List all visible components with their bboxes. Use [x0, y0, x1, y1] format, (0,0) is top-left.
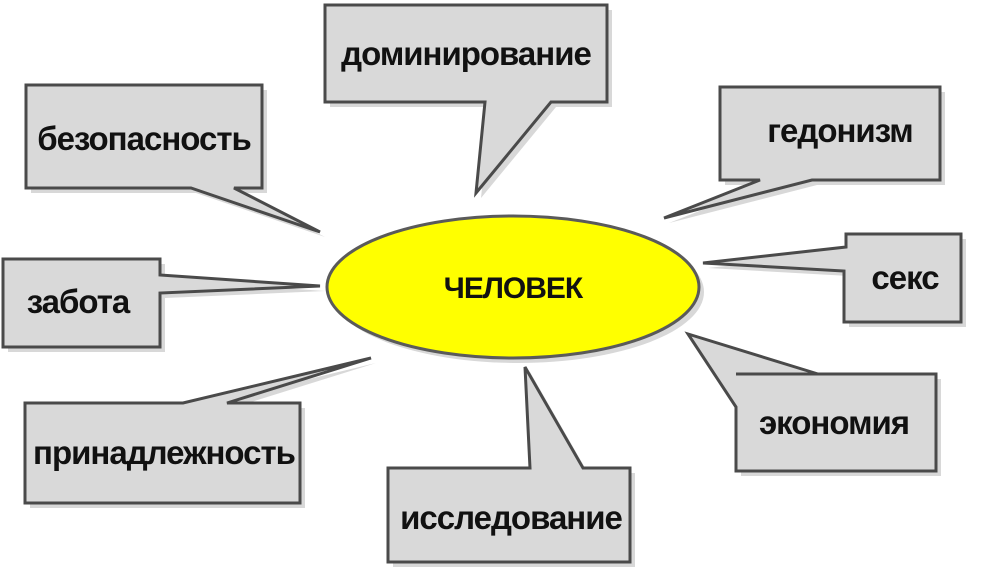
callout-care: забота: [1, 257, 325, 352]
center-ellipse: [325, 214, 701, 360]
callout-dominance: доминирование: [323, 3, 612, 198]
need-label-sex: секс: [871, 259, 939, 296]
callout-economy: экономия: [684, 331, 941, 476]
need-label-research: исследование: [400, 499, 622, 536]
callout-security: безопасность: [24, 83, 325, 237]
need-label-hedonism: гедонизм: [767, 112, 912, 149]
need-label-belonging: принадлежность: [33, 434, 295, 471]
callout-belonging: принадлежность: [23, 356, 376, 508]
need-label-dominance: доминирование: [341, 35, 591, 72]
callout-sex: секс: [702, 232, 966, 327]
center-label: ЧЕЛОВЕК: [444, 272, 584, 305]
callout-research: исследование: [386, 366, 635, 567]
callout-hedonism: гедонизм: [663, 85, 945, 223]
need-label-economy: экономия: [759, 404, 909, 441]
need-label-care: забота: [27, 283, 131, 320]
center-node: ЧЕЛОВЕК: [325, 214, 704, 363]
need-label-security: безопасность: [37, 120, 251, 157]
